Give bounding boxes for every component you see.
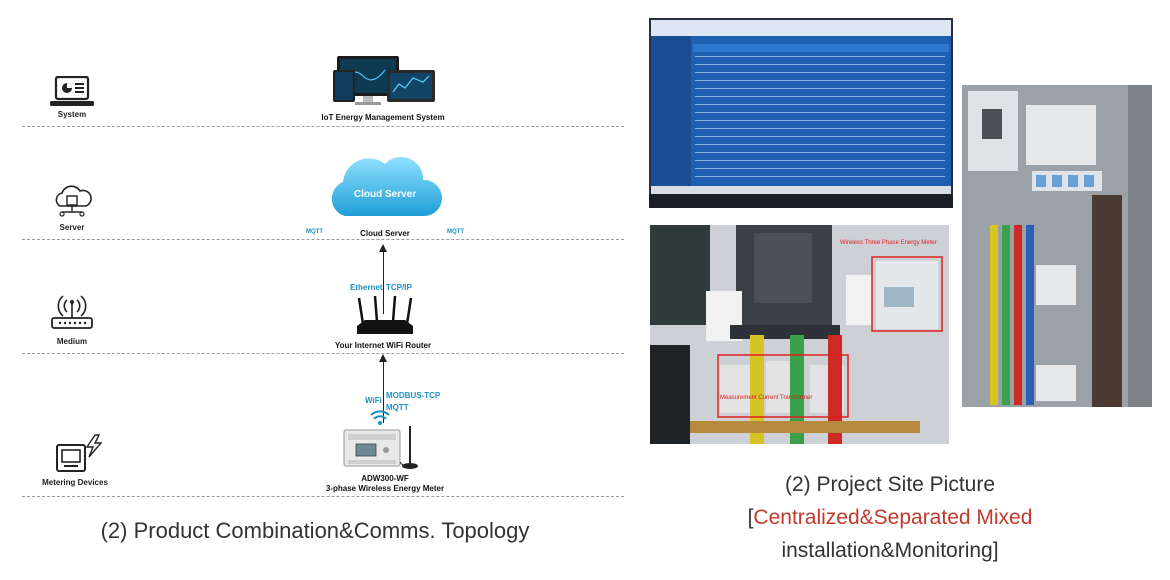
layer-divider	[22, 239, 624, 240]
site-caption-open-bracket: [	[747, 506, 754, 529]
site-caption-highlight: Centralized&Separated Mixed	[753, 506, 1033, 529]
annotation-ct-label: Measurement Current Transformer	[720, 395, 813, 401]
cloud-server-label: Cloud Server	[360, 229, 410, 238]
topology-caption: (2) Product Combination&Comms. Topology	[100, 518, 530, 543]
cabinet-image	[962, 85, 1152, 407]
layer-label-server: Server	[59, 223, 85, 232]
meter-desc-label: 3-phase Wireless Energy Meter	[325, 484, 445, 493]
arrow-to-router-head	[379, 354, 387, 362]
photo-cabinet	[962, 85, 1152, 407]
tcpip-label: TCP/IP	[386, 283, 412, 292]
energy-meter-icon	[343, 426, 418, 469]
topology-diagram: System IoT Energy Management System Serv…	[0, 0, 640, 510]
layer-label-medium: Medium	[56, 337, 88, 346]
wifi-router-icon	[357, 296, 413, 334]
arrow-to-cloud	[383, 251, 384, 314]
meter-model-label: ADW300-WF	[361, 474, 409, 483]
iot-system-label: IoT Energy Management System	[321, 113, 445, 122]
layer-divider	[22, 126, 624, 127]
laptop-icon	[50, 76, 94, 106]
mqtt-right-label: MQTT	[447, 229, 464, 235]
annotation-meter-label: Wireless Three Phase Energy Meter	[840, 240, 937, 246]
arrow-to-router	[383, 361, 384, 423]
monitoring-screen-image	[649, 18, 953, 208]
photo-monitoring-screen	[649, 18, 953, 208]
arrow-to-cloud-head	[379, 244, 387, 252]
site-caption: (2) Project Site Picture [Centralized&Se…	[690, 468, 1090, 567]
router-icon	[51, 295, 93, 329]
panel-annotated-image	[650, 225, 949, 444]
layer-divider	[22, 496, 624, 497]
site-caption-line2: [Centralized&Separated Mixed	[690, 501, 1090, 534]
meter-lightning-icon	[56, 434, 103, 472]
ethernet-label: Ethernet	[350, 283, 383, 292]
wifi-signal-icon	[370, 410, 390, 425]
wifi-label: WiFi	[365, 396, 382, 405]
layer-label-system: System	[57, 110, 87, 119]
site-caption-line1: (2) Project Site Picture	[784, 473, 996, 496]
layer-label-metering: Metering Devices	[42, 478, 108, 487]
mqtt-meter-label: MQTT	[386, 403, 409, 412]
monitor-devices-icon	[333, 56, 435, 105]
router-label: Your Internet WiFi Router	[334, 341, 432, 350]
cloud-server-icon	[55, 185, 92, 217]
cloud-badge-label: Cloud Server	[353, 189, 417, 200]
modbus-tcp-label: MODBUS-TCP	[386, 391, 441, 400]
photo-panel-annotated: Wireless Three Phase Energy Meter Measur…	[650, 225, 949, 444]
site-caption-line3: installation&Monitoring]	[781, 539, 999, 562]
layer-divider	[22, 353, 624, 354]
mqtt-left-label: MQTT	[306, 229, 323, 235]
cloud-shape	[331, 157, 443, 216]
